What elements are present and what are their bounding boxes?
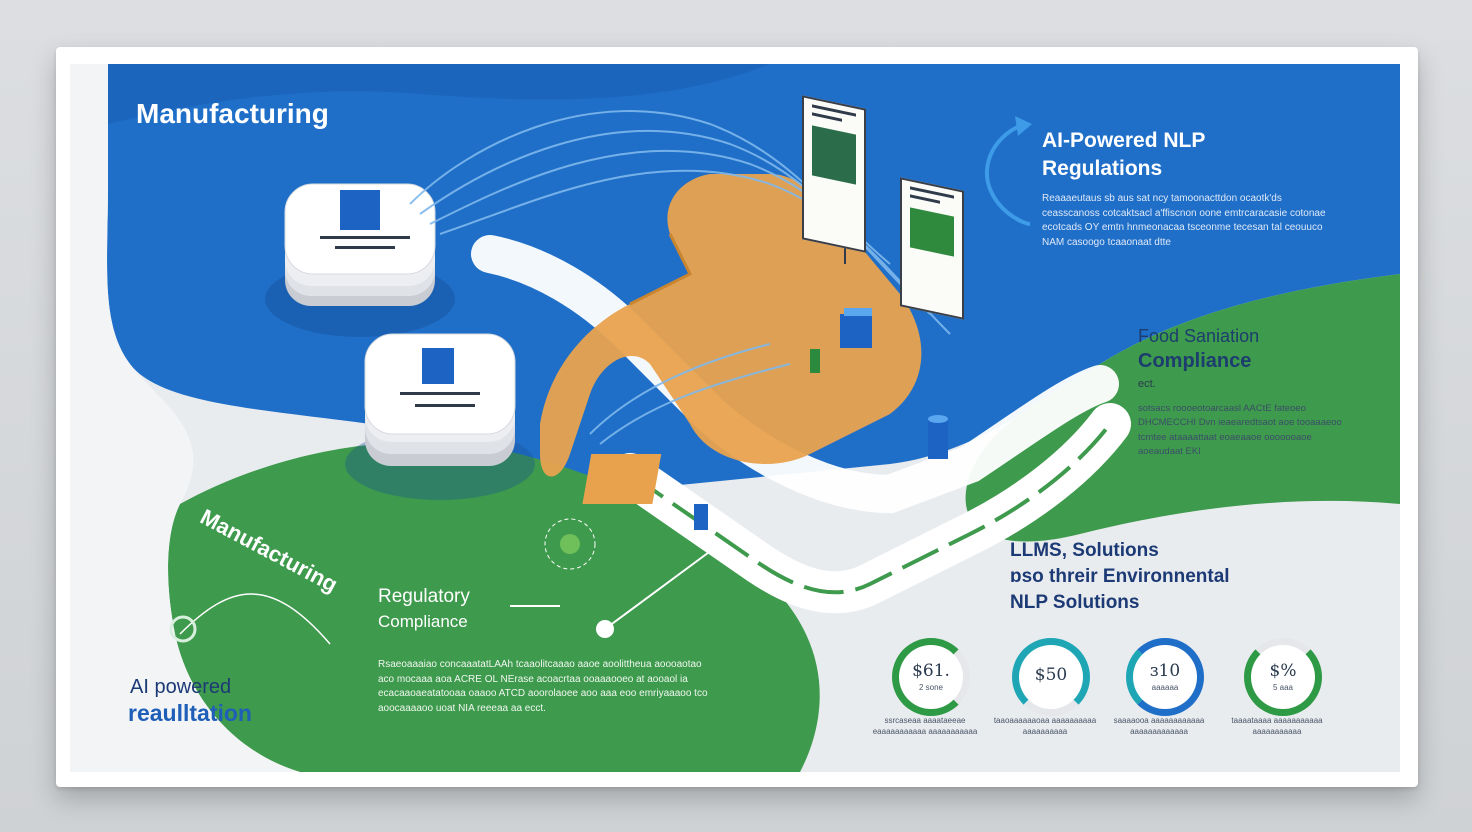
stat-value-2: $50 bbox=[1034, 665, 1068, 685]
regulation-document-2 bbox=[900, 177, 964, 320]
stat-ring-2: $50 bbox=[1012, 638, 1090, 716]
page-title: Manufacturing bbox=[136, 98, 329, 129]
cycle-arrow bbox=[984, 122, 1031, 226]
server-stack-bottom bbox=[345, 333, 535, 500]
stat-value-1: $61. bbox=[912, 660, 950, 681]
llm-line3: NLP Solutions bbox=[1010, 592, 1140, 613]
stat-value-3: ɜ10 bbox=[1149, 660, 1181, 681]
blue-panel-dark-band bbox=[108, 64, 770, 124]
food-title-line1: Food Saniation bbox=[1138, 326, 1260, 346]
stat-value-4: $% bbox=[1269, 660, 1297, 681]
white-track bbox=[471, 235, 1119, 514]
stat-caption-4: taaaataaaa aaaaaaaaaaa aaaaaaaaaaa bbox=[1231, 716, 1323, 736]
green-panel-left bbox=[168, 442, 820, 772]
regulatory-body: Rsaeoaaaiao concaaatatLAAh tcaaolitcaaao… bbox=[378, 659, 708, 714]
infographic-poster: Manufacturing AI-Powered NLP Regulations… bbox=[70, 64, 1400, 772]
bottom-left-line2: reaulltation bbox=[128, 700, 252, 726]
ai-nlp-title-line1: AI-Powered NLP bbox=[1042, 129, 1206, 152]
regulatory-line1: Regulatory bbox=[378, 586, 470, 607]
orange-path bbox=[540, 174, 922, 477]
background-graphics bbox=[70, 64, 1400, 772]
ai-nlp-title-line2: Regulations bbox=[1042, 157, 1163, 180]
stat-caption-1: ssrcaseaa aaaataeeae eaaaaaaaaaaa aaaaaa… bbox=[872, 716, 978, 736]
stat-ring-3: ɜ10 aaaaaa bbox=[1126, 638, 1204, 716]
stat-caption-3: saaaaooa aaaaaaaaaaaa aaaaaaaaaaaaa bbox=[1113, 716, 1205, 736]
stat-sub-1: 2 sone bbox=[918, 682, 944, 692]
stat-ring-4: $% 5 aaa bbox=[1244, 638, 1322, 716]
bottom-left-line1: AI powered bbox=[130, 676, 232, 698]
food-body: sotsacs roooeotoarcaasl AACtE fateoeo DH… bbox=[1138, 403, 1342, 457]
ai-nlp-body: Reaaaeutaus sb aus sat ncy tamoonacttdon… bbox=[1042, 193, 1326, 248]
food-sub: ect. bbox=[1138, 378, 1156, 390]
device-cube bbox=[840, 308, 872, 348]
stat-sub-3: aaaaaa bbox=[1151, 682, 1179, 692]
server-stack-top bbox=[265, 183, 455, 337]
green-curve-arrow bbox=[179, 593, 331, 645]
food-title-line2: Compliance bbox=[1138, 350, 1252, 372]
stat-ring-1: $61. 2 sone bbox=[892, 638, 970, 716]
regulatory-line2: Compliance bbox=[378, 612, 468, 631]
white-left-strip bbox=[70, 64, 300, 772]
stat-caption-2: taaoaaaaaaoaa aaaaaaaaaa aaaaaaaaaa bbox=[993, 716, 1097, 736]
llm-line1: LLMS, Solutions bbox=[1010, 540, 1159, 561]
stat-sub-4: 5 aaa bbox=[1272, 682, 1294, 692]
cylinder-device bbox=[928, 415, 948, 459]
regulation-document-1 bbox=[802, 95, 866, 253]
llm-line2: ɒso threir Environnental bbox=[1010, 566, 1230, 587]
